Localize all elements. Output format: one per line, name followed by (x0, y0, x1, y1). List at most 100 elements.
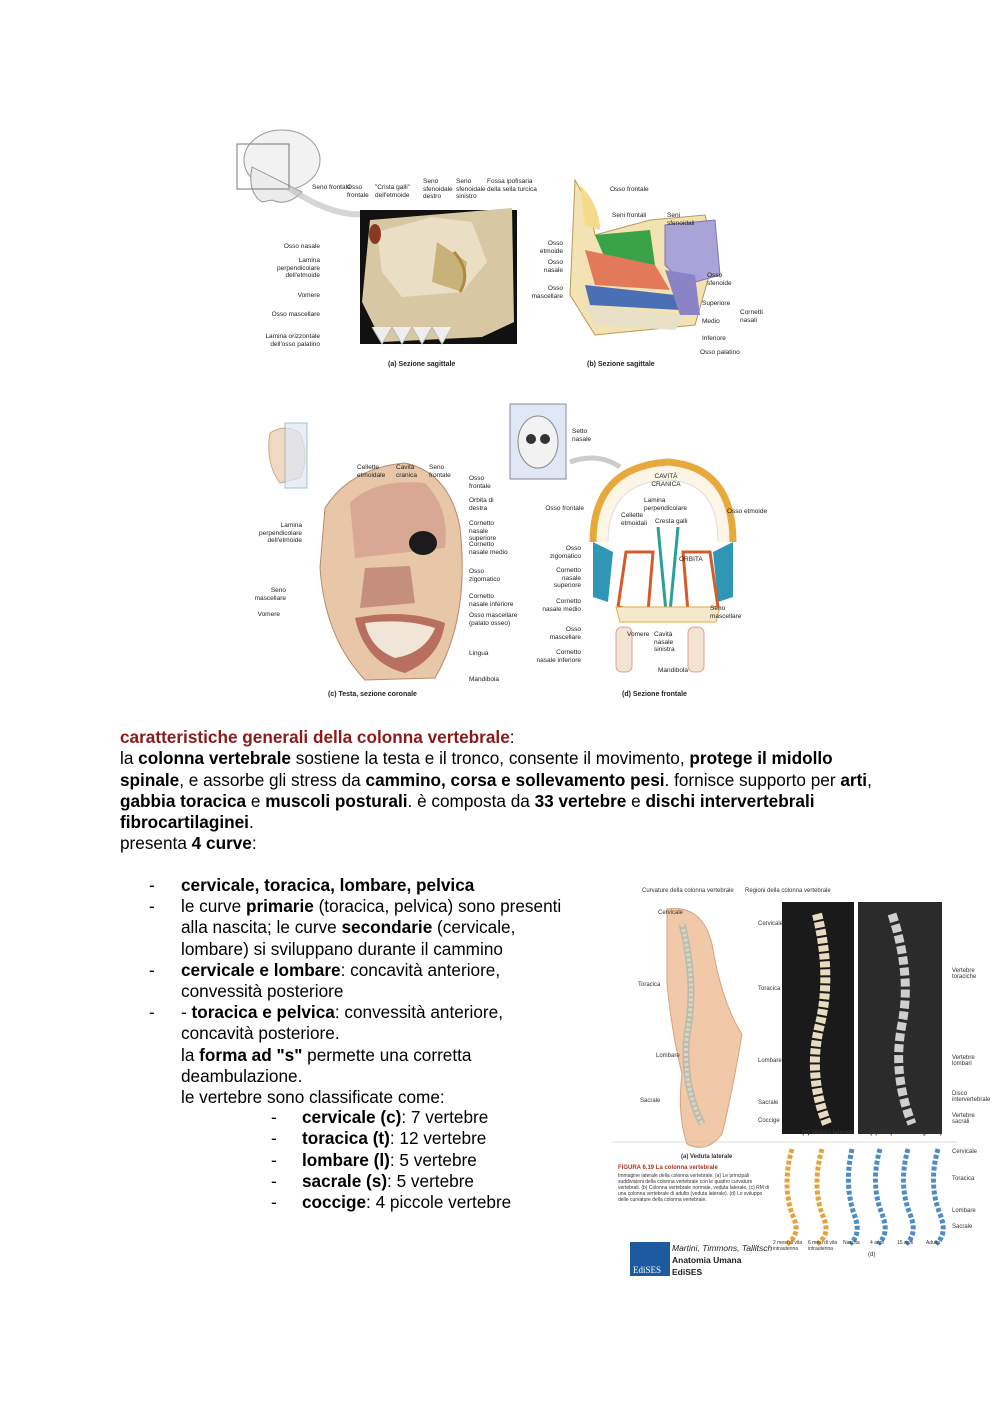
text-run: (toracica, pelvica) sono presenti (313, 896, 562, 916)
text-run-bold: protege il midollo spinale (120, 748, 833, 790)
spine-right-label-2: Disco intervertebrale (952, 1091, 991, 1103)
spine-caption-c: (c) RM (sezione sagittale) (870, 1130, 943, 1136)
spine-mid-label-0: Cervicale (758, 921, 784, 927)
dev-label-3: Sacrale (952, 1224, 973, 1230)
label-b-5: Osso mascellare (531, 285, 563, 300)
vertebrae-type-text: cervicale (c): 7 vertebre (302, 1107, 488, 1128)
text-run-bold: gabbia toracica (120, 790, 247, 811)
caption-b: (b) Sezione sagittale (587, 361, 655, 368)
text-run: lombare) si sviluppano durante il cammin… (181, 938, 503, 959)
label-b-0: Osso frontale (610, 186, 649, 193)
caption-d: (d) Sezione frontale (622, 691, 687, 698)
spine-left-label-2: Lombare (656, 1053, 680, 1059)
label-b-6: Osso sfenoide (707, 272, 732, 287)
text-run-bold: forma ad "s" (199, 1044, 303, 1065)
spine-mid-label-3: Sacrale (758, 1100, 779, 1106)
label-b-9: Inferiore (702, 335, 726, 342)
label-d-5: Cresta galli (655, 518, 688, 525)
label-d-11: Osso mascellare (549, 626, 581, 641)
label-c-7: Osso zigomatico (469, 568, 501, 583)
text-run: e (246, 790, 266, 811)
label-c-5: Cornetto nasale superiore (469, 520, 497, 542)
publisher-authors: Martini, Timmons, Tallitsch (672, 1243, 773, 1253)
sagittal-colored-illustration (569, 178, 721, 336)
label-c-10: Lingua (469, 650, 489, 657)
label-a-3: Seno sfenoidale destro (423, 178, 453, 200)
label-b-10: Cornetti nasali (740, 309, 763, 324)
curves-intro-pre: presenta (120, 833, 192, 854)
label-d-0: Setto nasale (572, 428, 592, 443)
heading-colon: : (509, 727, 515, 747)
text-run: la (181, 1044, 200, 1065)
label-d-9: Cornetto nasale superiore (553, 567, 581, 589)
text-run-bold: 33 vertebre (534, 790, 627, 811)
label-b-8: Medio (702, 318, 720, 325)
figura-text: Immagine laterale della colonna vertebra… (618, 1173, 770, 1203)
label-d-3: Lamina perpendicolare (644, 497, 688, 512)
text-run: permette una corretta (302, 1044, 472, 1065)
label-d-8: Osso zigomatico (549, 545, 581, 560)
label-a-0: Seno frontale (312, 184, 351, 191)
text-run-bold: secondarie (341, 917, 433, 938)
spine-header-left: Curvature della colonna vertebrale (642, 888, 734, 894)
text-run: - (181, 1002, 192, 1022)
publisher-name: EdiSES (672, 1267, 703, 1277)
dev-age-0: 2 mesi di vita intrauterina (773, 1240, 803, 1252)
vertebrae-type-text: toracica (t): 12 vertebre (302, 1128, 486, 1149)
spine-mid-label-2: Lombare (758, 1058, 782, 1064)
label-b-11: Osso palatino (700, 349, 740, 356)
spine-mid-label-1: Toracica (758, 986, 781, 992)
text-run-bold: muscoli posturali (265, 790, 408, 811)
label-d-2: Osso frontale (545, 505, 584, 512)
label-d-13: Vomere (627, 631, 650, 638)
text-run-bold: cervicale e lombare (181, 960, 341, 980)
label-d-15: Seno mascellare (710, 605, 742, 620)
vertebrae-type-count: : 5 vertebre (387, 1170, 474, 1191)
text-run: , e assorbe gli stress da (179, 769, 366, 790)
caption-c: (c) Testa, sezione coronale (328, 691, 417, 698)
vertebrae-type-name: toracica (t) (302, 1128, 390, 1149)
spine-caption-a: (a) Veduta laterale (681, 1154, 733, 1160)
text-run: e (626, 790, 646, 811)
label-c-4: Orbita di destra (469, 497, 494, 512)
curves-intro-post: : (251, 833, 257, 854)
intro-text: caratteristiche generali della colonna v… (120, 727, 880, 855)
label-b-3: Osso etmoide (539, 240, 563, 255)
dev-label-0: Cervicale (952, 1149, 978, 1155)
list-dash: - (149, 875, 155, 895)
frontal-section-illustration (509, 403, 737, 673)
vertebrae-type-name: coccige (302, 1192, 367, 1213)
label-d-7: ORBITA (679, 556, 703, 563)
text-run: . (248, 812, 254, 833)
label-c-1: Cavità cranica (396, 464, 417, 479)
label-a-2: "Crista galli" dell'etmoide (375, 184, 410, 199)
development-spines (784, 1148, 946, 1247)
publisher-logo: EdiSES (633, 1265, 662, 1275)
text-run: (cervicale, (432, 917, 516, 938)
text-run-bold: toracica e pelvica (191, 1002, 335, 1022)
label-d-6: Osso etmoide (727, 508, 768, 515)
label-b-2: Seni sfenoidali (667, 212, 695, 227)
text-run: , (867, 769, 872, 790)
vertebrae-type-count: : 7 vertebre (401, 1107, 489, 1127)
label-a-9: Osso mascellare (271, 311, 320, 318)
text-run-bold: colonna vertebrale (138, 748, 291, 769)
list-dash: - (271, 1128, 277, 1149)
text-run: la (120, 748, 139, 769)
publisher-book: Anatomia Umana (672, 1255, 742, 1265)
text-run: : convessità anteriore, (334, 1002, 503, 1022)
text-run: convessità posteriore (181, 981, 344, 1002)
text-run-bold: dischi intervertebrali fibrocartilaginei (120, 790, 815, 833)
text-run-bold: primarie (245, 896, 314, 916)
publisher-logo-box (630, 1242, 670, 1276)
list-item-2-text: le curve primarie (toracica, pelvica) so… (181, 896, 561, 960)
spine-left-label-1: Toracica (638, 982, 661, 988)
label-a-1: Osso frontale (347, 184, 369, 199)
text-run: . è composta da (407, 790, 535, 811)
label-a-8: Vomere (297, 292, 320, 299)
label-a-6: Osso nasale (283, 243, 320, 250)
label-c-14: Vomere (257, 611, 280, 618)
spine-header-right: Regioni della colonna vertebrale (745, 888, 831, 894)
figure-coronal-photo (255, 418, 495, 688)
list-item-4-text: - toracica e pelvica: convessità anterio… (181, 1002, 503, 1108)
